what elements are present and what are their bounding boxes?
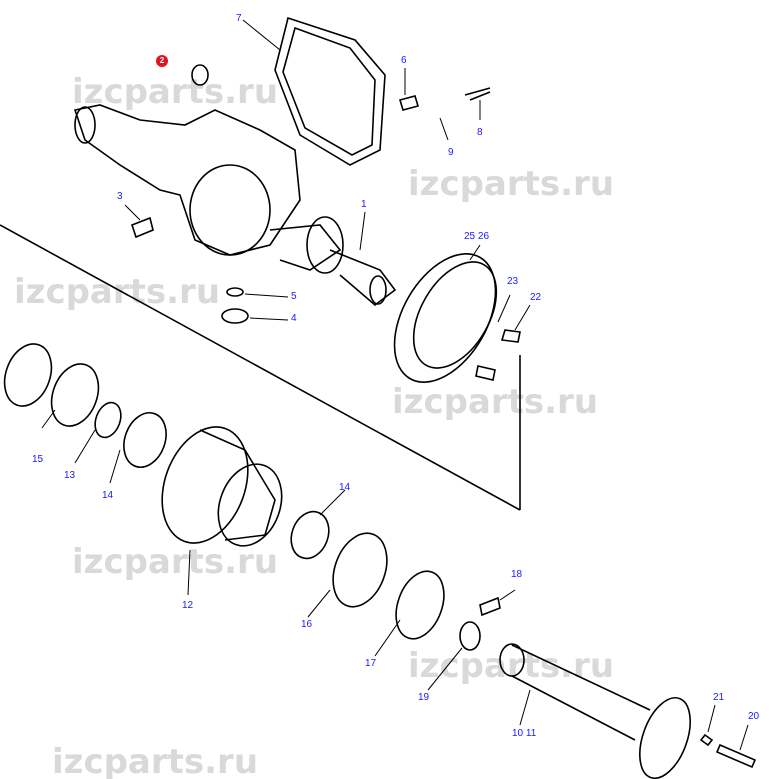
gasket-part-7 (274, 16, 386, 166)
part-label-14b[interactable]: 14 (339, 482, 351, 493)
bolt-part-22 (500, 329, 521, 343)
nut-part-21 (699, 733, 714, 747)
part-label-7[interactable]: 7 (236, 13, 242, 24)
washer-part-19 (459, 621, 481, 651)
axle-housing-part-1 (0, 104, 521, 511)
axle-shaft-part-10-11 (499, 643, 691, 779)
part-label-18[interactable]: 18 (511, 569, 523, 580)
part-label-22[interactable]: 22 (530, 292, 542, 303)
part-label-17[interactable]: 17 (365, 658, 377, 669)
part-label-15[interactable]: 15 (32, 454, 44, 465)
part-label-3[interactable]: 3 (117, 191, 123, 202)
bolt-part-8 (464, 87, 491, 101)
part-label-13[interactable]: 13 (64, 470, 76, 481)
part-label-25-26[interactable]: 25 26 (464, 231, 490, 242)
bearing-part-14b (290, 510, 330, 560)
part-label-19[interactable]: 19 (418, 692, 430, 703)
part-label-5[interactable]: 5 (291, 291, 297, 302)
part-label-12[interactable]: 12 (182, 600, 194, 611)
part-label-21[interactable]: 21 (713, 692, 725, 703)
washer-part-5 (226, 287, 244, 297)
bolt-part-20 (715, 743, 757, 769)
bolt-part-3 (131, 216, 154, 239)
part-label-14[interactable]: 14 (102, 490, 114, 501)
nut-part-4 (221, 308, 249, 324)
hub-part-12 (161, 426, 283, 547)
seal-part-15 (3, 343, 53, 407)
part-label-10-11[interactable]: 10 11 (512, 728, 537, 739)
part-label-23[interactable]: 23 (507, 276, 519, 287)
breather-part-2 (191, 64, 209, 86)
part-label-6[interactable]: 6 (401, 55, 407, 66)
bearing-part-14 (123, 412, 167, 468)
part-label-1[interactable]: 1 (361, 199, 367, 210)
ring-part-13 (50, 363, 100, 427)
part-label-4[interactable]: 4 (291, 313, 297, 324)
highlighted-part-2-marker[interactable]: 2 (156, 55, 168, 67)
bolt-part-24 (475, 365, 496, 381)
part-label-16[interactable]: 16 (301, 619, 313, 630)
pin-part-6 (398, 95, 420, 111)
part-label-8[interactable]: 8 (477, 127, 483, 138)
part-label-9[interactable]: 9 (448, 147, 454, 158)
lockwasher-part-16 (332, 532, 388, 608)
bolt-part-18 (479, 596, 501, 617)
ring-part-17 (395, 570, 445, 640)
brake-backing-plate-part-25-26 (393, 253, 521, 510)
part-label-20[interactable]: 20 (748, 711, 760, 722)
